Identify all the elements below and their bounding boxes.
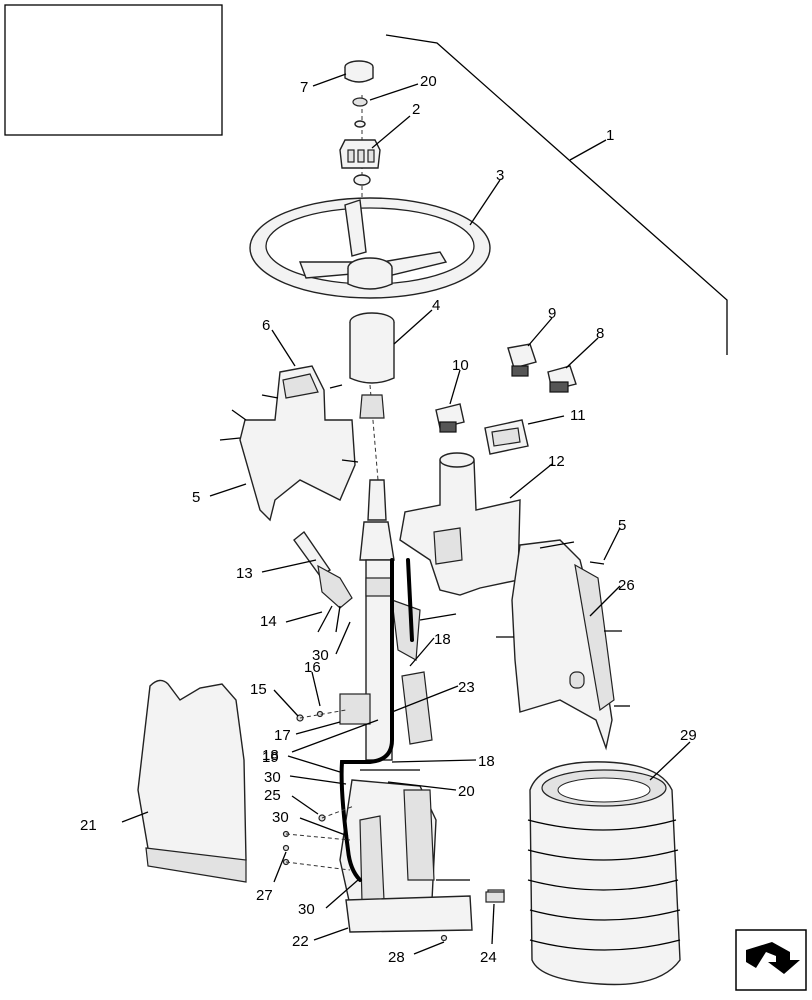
- callout-18-mid: 18: [262, 747, 279, 764]
- callout-11: 11: [570, 407, 586, 424]
- callout-23: 23: [458, 679, 475, 696]
- part-9-switch: [507, 343, 537, 377]
- steering-column-assembly: [339, 479, 505, 933]
- callout-24: 24: [480, 949, 497, 966]
- callout-1: 1: [606, 127, 614, 144]
- callout-30-low: 30: [272, 809, 289, 826]
- callout-7: 7: [300, 79, 308, 96]
- part-2-hub-nut: [339, 139, 381, 186]
- callout-4: 4: [432, 297, 440, 314]
- callout-18-top: 18: [434, 631, 451, 648]
- part-11-bezel: [484, 419, 529, 455]
- screws-group: [282, 709, 448, 942]
- part-26-lower-shroud: [496, 539, 630, 751]
- callout-29: 29: [680, 727, 697, 744]
- callout-25: 25: [264, 787, 281, 804]
- assembly-bracket-line: [385, 34, 728, 355]
- wire-harness: [339, 558, 394, 882]
- callout-2: 2: [412, 101, 420, 118]
- callout-14: 14: [260, 613, 277, 630]
- callout-13: 13: [236, 565, 253, 582]
- part-24-key: [485, 891, 505, 903]
- part-21-rear-cover: [137, 679, 247, 883]
- callout-15: 15: [250, 681, 267, 698]
- callout-3: 3: [496, 167, 504, 184]
- callout-30-upper: 30: [312, 647, 329, 664]
- callout-22: 22: [292, 933, 309, 950]
- callout-5-right: 5: [618, 517, 626, 534]
- callout-30-bottom: 30: [298, 901, 315, 918]
- callout-20-top: 20: [420, 73, 437, 90]
- part-6-left-shroud: [219, 365, 359, 522]
- callout-21: 21: [80, 817, 97, 834]
- part-20-nut: [352, 97, 368, 128]
- empty-frame-icon: [4, 4, 223, 136]
- callout-8: 8: [596, 325, 604, 342]
- callout-28: 28: [388, 949, 405, 966]
- leader-lines: [121, 73, 691, 955]
- part-4-column-cover: [349, 312, 395, 419]
- callout-10: 10: [452, 357, 469, 374]
- callout-9: 9: [548, 305, 556, 322]
- callout-12: 12: [548, 453, 565, 470]
- callout-20-bottom: 20: [458, 783, 475, 800]
- part-10-switch: [435, 403, 465, 433]
- wire-harness-2: [406, 558, 414, 642]
- callout-16: 16: [304, 659, 321, 676]
- callout-26: 26: [618, 577, 635, 594]
- callout-27: 27: [256, 887, 273, 904]
- part-3-steering-wheel: [249, 197, 491, 299]
- part-13-multifunction-lever: [293, 530, 353, 633]
- part-7-cap: [344, 60, 374, 83]
- part-8-switch: [547, 365, 577, 393]
- callout-17: 17: [274, 727, 291, 744]
- callout-19: 19: [262, 749, 279, 766]
- return-arrow-icon[interactable]: [735, 929, 807, 991]
- callout-18-right: 18: [478, 753, 495, 770]
- callout-6: 6: [262, 317, 270, 334]
- part-29-bellows-boot: [527, 761, 681, 986]
- callout-30-mid: 30: [264, 769, 281, 786]
- part-12-right-shroud: [399, 452, 521, 596]
- callout-5-left: 5: [192, 489, 200, 506]
